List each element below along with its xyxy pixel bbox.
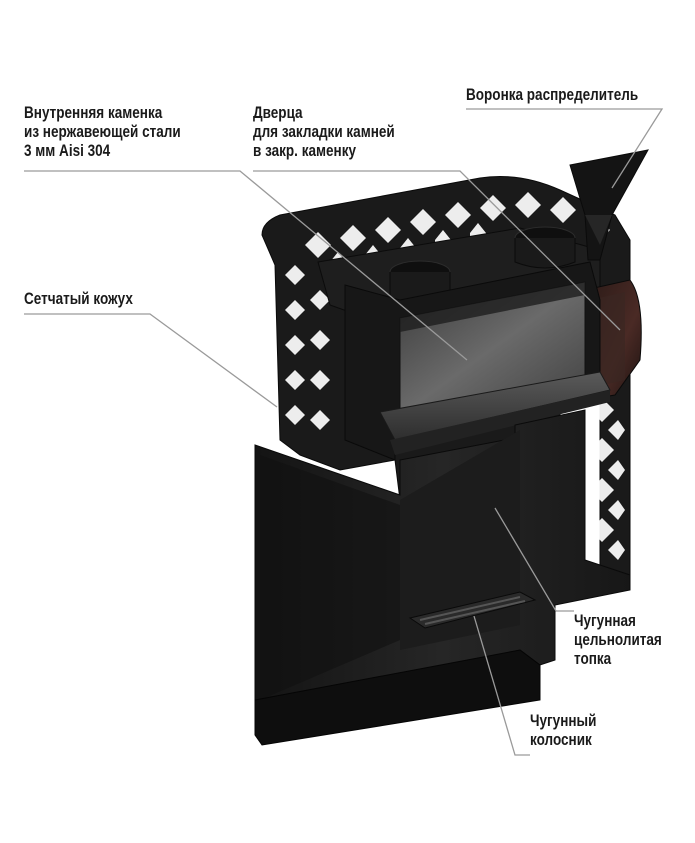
leader-mesh [24, 313, 278, 408]
label-line: в закр. каменку [253, 142, 357, 160]
label-line: Сетчатый кожух [24, 290, 133, 308]
label-line: Воронка распределитель [466, 86, 639, 104]
label-line: из нержавеющей стали [24, 123, 181, 141]
leader-lines [24, 108, 664, 756]
leader-inner [24, 170, 468, 361]
firebox-body [254, 409, 631, 746]
label-line: цельнолитая [574, 631, 662, 649]
label-firebox: Чугунная цельнолитая топка [574, 612, 662, 669]
label-line: для закладки камней [253, 123, 395, 141]
leader-funnel [466, 108, 664, 189]
label-line: 3 мм Aisi 304 [24, 142, 111, 160]
leader-door [253, 170, 621, 331]
leader-grate [473, 615, 530, 756]
label-line: Внутренняя каменка [24, 104, 163, 122]
label-inner-stonebox: Внутренняя каменка из нержавеющей стали … [24, 104, 181, 161]
leader-firebox [494, 507, 574, 612]
cast-iron-grate [408, 591, 537, 629]
label-line: Чугунная [574, 612, 636, 630]
distribution-funnel [569, 149, 649, 261]
label-door: Дверца для закладки камней в закр. камен… [253, 104, 395, 161]
label-line: топка [574, 650, 612, 668]
label-line: Чугунный [530, 712, 597, 730]
label-line: Дверца [253, 104, 303, 122]
label-line: колосник [530, 731, 592, 749]
label-grate: Чугунный колосник [530, 712, 596, 750]
label-mesh-casing: Сетчатый кожух [24, 290, 133, 309]
label-funnel: Воронка распределитель [466, 86, 638, 105]
